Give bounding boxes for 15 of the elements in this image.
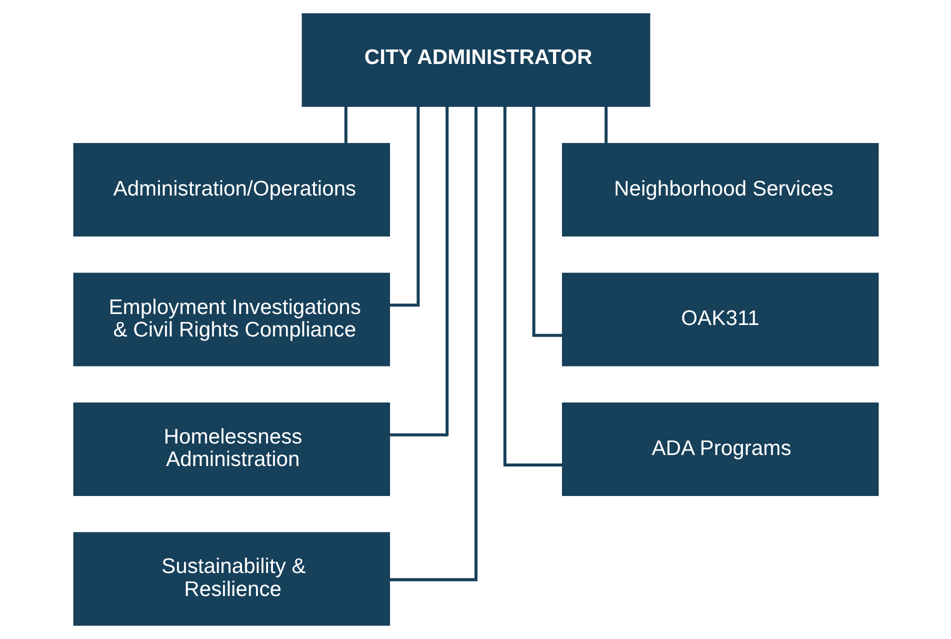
connector [532, 106, 562, 337]
node-box: Employment Investigations & Civil Rights Compliance [72, 272, 390, 366]
node-box: Neighborhood Services [561, 143, 878, 237]
node-box: OAK311 [561, 272, 878, 366]
node-box: CITY ADMINISTRATOR [301, 13, 650, 107]
connector [604, 106, 608, 144]
node-box: Administration/Operations [72, 143, 390, 237]
connector [502, 106, 562, 467]
connector [388, 106, 420, 307]
connector [389, 106, 477, 582]
node-box: Sustainability & Resilience [72, 532, 390, 626]
connector [388, 106, 448, 436]
node-box: Homelessness Administration [72, 402, 390, 496]
connector [344, 106, 347, 144]
node-box: ADA Programs [561, 402, 878, 496]
